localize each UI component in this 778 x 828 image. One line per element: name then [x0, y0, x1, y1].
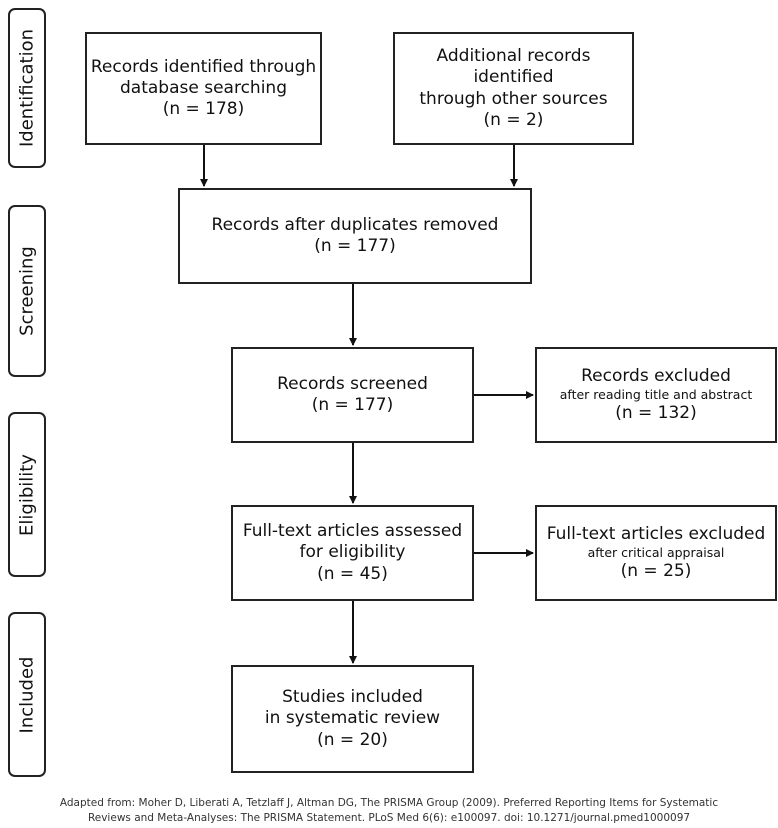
box-text: in systematic review: [264, 708, 441, 729]
box-after-duplicates: Records after duplicates removed (n = 17…: [178, 188, 532, 284]
box-note: after critical appraisal: [587, 545, 725, 561]
citation-footer: Adapted from: Moher D, Liberati A, Tetzl…: [0, 796, 778, 826]
box-other-sources: Additional records identified through ot…: [393, 32, 634, 145]
phase-screening: Screening: [8, 205, 46, 377]
box-records-screened: Records screened (n = 177): [231, 347, 474, 443]
box-count: (n = 132): [615, 402, 697, 423]
citation-line: Adapted from: Moher D, Liberati A, Tetzl…: [59, 797, 719, 809]
box-text: through other sources: [419, 88, 608, 109]
box-studies-included: Studies included in systematic review (n…: [231, 665, 474, 773]
box-count: (n = 177): [311, 395, 394, 415]
box-database-search: Records identified through database sear…: [85, 32, 322, 145]
box-text: Additional records identified: [436, 46, 591, 88]
box-records-excluded: Records excluded after reading title and…: [535, 347, 777, 443]
box-text: Records after duplicates removed: [211, 214, 499, 235]
box-text: database searching: [120, 77, 287, 98]
box-title: Records excluded: [581, 365, 731, 386]
phase-eligibility: Eligibility: [8, 412, 46, 577]
box-note: after reading title and abstract: [559, 387, 753, 403]
box-fulltext-excluded: Full-text articles excluded after critic…: [535, 505, 777, 601]
box-text: Records identified through: [90, 56, 317, 77]
box-count: (n = 178): [162, 99, 245, 120]
citation-line: Reviews and Meta-Analyses: The PRISMA St…: [87, 812, 691, 825]
box-count: (n = 2): [483, 109, 544, 130]
box-count: (n = 25): [620, 560, 692, 581]
phase-included: Included: [8, 612, 46, 777]
box-count: (n = 20): [317, 729, 388, 750]
box-title: Full-text articles excluded: [546, 523, 766, 544]
box-text: Records screened: [277, 373, 428, 394]
box-count: (n = 177): [314, 236, 396, 256]
box-text: Full-text articles assessed: [242, 521, 463, 542]
box-text: Studies included: [282, 687, 423, 708]
phase-identification: Identification: [8, 8, 46, 168]
box-count: (n = 45): [317, 563, 388, 584]
box-text: for eligibility: [299, 542, 406, 563]
box-fulltext-assessed: Full-text articles assessed for eligibil…: [231, 505, 474, 601]
